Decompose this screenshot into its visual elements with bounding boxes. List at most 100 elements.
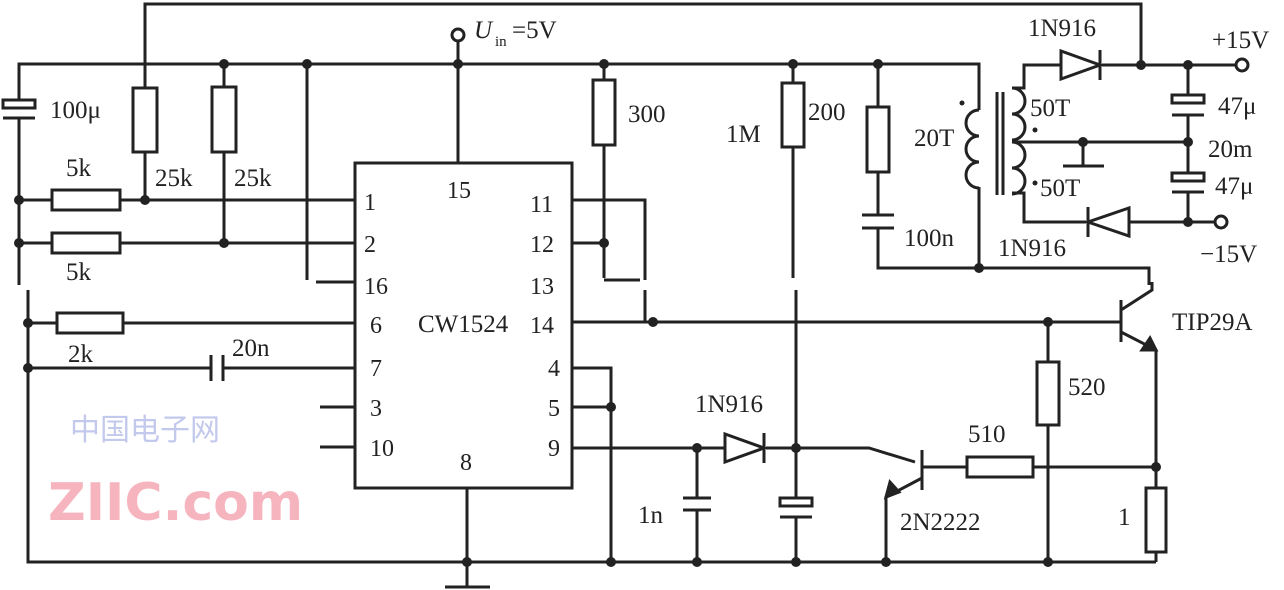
diode-triangle xyxy=(1083,205,1131,239)
resistor-1m-200 xyxy=(780,81,806,149)
junction-dot xyxy=(1183,137,1193,147)
diode-triangle xyxy=(723,431,769,465)
junction-dot xyxy=(692,557,702,567)
terminal xyxy=(450,27,466,43)
junction-dot xyxy=(606,557,616,567)
capacitor-20n xyxy=(209,355,225,381)
junction-dot xyxy=(302,59,312,69)
ic-name: CW1524 xyxy=(418,311,509,338)
wire xyxy=(1012,63,1061,90)
pin-10: 10 xyxy=(370,436,394,462)
label-c-100u: 100μ xyxy=(50,97,101,124)
capacitor-1n xyxy=(683,496,711,512)
junction-dot xyxy=(219,238,229,248)
wire xyxy=(17,62,981,110)
junction-dot xyxy=(873,59,883,69)
capacitor-plate xyxy=(1170,171,1206,183)
label-d-mid: 1N916 xyxy=(695,391,763,418)
uin-sub: in xyxy=(495,34,507,50)
wire xyxy=(143,2,1143,88)
pin-15: 15 xyxy=(447,178,471,204)
winding-polarity-dot xyxy=(1032,180,1038,186)
junction-dot xyxy=(1043,557,1053,567)
junction-dot xyxy=(1151,462,1161,472)
pin-14: 14 xyxy=(530,313,554,339)
junction-dot xyxy=(453,59,463,69)
resistor-rc xyxy=(865,105,891,174)
pin-13: 13 xyxy=(530,274,554,300)
capacitor-47u-a xyxy=(1170,93,1206,117)
resistor-520 xyxy=(1035,360,1061,427)
label-r-5k-a: 5k xyxy=(66,155,92,182)
label-r-1m: 1M xyxy=(726,121,761,148)
label-q-small: 2N2222 xyxy=(900,509,981,536)
pin-12: 12 xyxy=(530,232,554,258)
junction-dot xyxy=(599,59,609,69)
junction-dot xyxy=(788,59,798,69)
label-r-510: 510 xyxy=(968,421,1006,448)
pin-9: 9 xyxy=(548,436,560,462)
wire xyxy=(1120,282,1154,312)
junction-dot xyxy=(791,557,801,567)
resistor-25k-b xyxy=(210,85,238,154)
resistor-1 xyxy=(1144,486,1168,554)
capacitor-electrolytic xyxy=(778,496,814,519)
label-sec-bottom: 50T xyxy=(1040,175,1080,202)
label-sec-top: 50T xyxy=(1030,95,1070,122)
winding-polarity-dot xyxy=(1032,127,1038,133)
junction-dot xyxy=(14,238,24,248)
resistor-5k-a xyxy=(50,188,122,212)
junction-dot xyxy=(1078,137,1088,147)
label-r-2k: 2k xyxy=(68,341,94,368)
junction-dot xyxy=(974,263,984,273)
wire xyxy=(766,446,916,464)
wire xyxy=(876,228,1151,285)
junction-dot xyxy=(692,443,702,453)
capacitor-47u-b xyxy=(1170,171,1206,194)
capacitor-100u xyxy=(1,98,37,120)
label-q-power: TIP29A xyxy=(1172,309,1253,336)
diode-1n916-mid xyxy=(723,431,769,465)
pin-11: 11 xyxy=(530,192,553,218)
watermark-logo: ZIIC.com xyxy=(48,473,303,533)
neg-15v-label: −15V xyxy=(1200,241,1257,268)
diode-triangle xyxy=(1059,48,1105,82)
pin-2: 2 xyxy=(364,232,376,258)
junction-dot xyxy=(1183,60,1193,70)
label-r-1: 1 xyxy=(1118,504,1131,531)
pin-3: 3 xyxy=(370,396,382,422)
pin-1: 1 xyxy=(364,190,376,216)
resistor-25k-a xyxy=(131,86,159,154)
label-c-20m: 20m xyxy=(1208,136,1253,163)
label-d-bottom: 1N916 xyxy=(998,235,1066,262)
pin-6: 6 xyxy=(370,313,382,339)
label-r-5k-b: 5k xyxy=(66,259,92,286)
pin-7: 7 xyxy=(370,356,382,382)
diode-1n916-top xyxy=(1059,48,1105,82)
terminal xyxy=(1234,57,1250,73)
junctions xyxy=(14,59,1193,567)
secondary-coil-bottom xyxy=(1011,140,1027,196)
pin-5: 5 xyxy=(548,396,560,422)
junction-dot xyxy=(23,363,33,373)
resistor-2k xyxy=(55,311,125,335)
label-r-300: 300 xyxy=(628,101,666,128)
pin-16: 16 xyxy=(364,274,388,300)
junction-dot xyxy=(606,402,616,412)
label-r-520: 520 xyxy=(1068,374,1106,401)
junction-dot xyxy=(648,317,658,327)
pos-15v-label: +15V xyxy=(1212,27,1269,54)
pin-4: 4 xyxy=(548,356,560,382)
label-c-1n: 1n xyxy=(638,502,664,529)
transistor-tip29a-emitter-arrow xyxy=(1139,335,1159,352)
wire xyxy=(572,198,647,280)
label-r-25k-a: 25k xyxy=(155,165,193,192)
components xyxy=(1,27,1250,554)
junction-dot xyxy=(462,557,472,567)
junction-dot xyxy=(23,318,33,328)
resistor-5k-b xyxy=(50,231,122,255)
wires xyxy=(17,2,1242,589)
winding-polarity-dot xyxy=(959,100,965,106)
